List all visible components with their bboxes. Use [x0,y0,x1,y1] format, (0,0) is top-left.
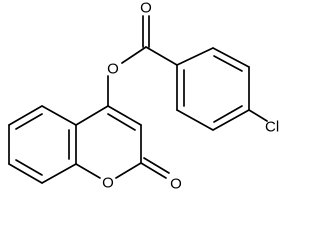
atom-label-ring-oxygen: O [102,175,114,192]
bond-aryl-inner-1 [213,55,243,72]
bond-aryl-4 [212,109,250,131]
bond-c5-c6 [8,105,43,126]
bond-aryl-5 [176,109,214,131]
bond-carbonyl-to-ester-o [121,46,147,64]
bond-lactone-double-a [140,162,167,179]
atom-label-lactone-oxygen: O [170,176,182,193]
bond-lactone-double-b [143,157,170,174]
bond-c4-c3 [107,105,142,126]
chemical-structure: O O Cl O O [8,0,279,193]
bond-c8-c8a [41,163,77,184]
bond-c7-c8 [8,163,43,184]
bond-carbonyl-to-aryl [145,46,178,66]
bond-c4a-c5 [41,105,77,126]
bond-aryl-1 [176,47,214,66]
bond-c7-c8-inner [15,159,43,176]
bond-ring-o-c8a [75,163,101,179]
bond-aryl-2 [212,47,250,68]
bond-c4-c4a [75,105,109,126]
atom-label-ester-oxygen: O [107,61,119,78]
bond-aryl-to-cl [248,109,268,122]
atom-labels: O O Cl O O [102,0,279,193]
atom-label-chlorine: Cl [265,119,279,136]
atom-label-carbonyl-oxygen: O [140,0,152,17]
bond-c2-ring-o [115,162,142,179]
bond-c4-c3-inner [107,113,136,131]
bond-c5-c6-inner [15,113,43,130]
bond-aryl-inner-2 [213,105,243,123]
bonds [8,15,268,184]
